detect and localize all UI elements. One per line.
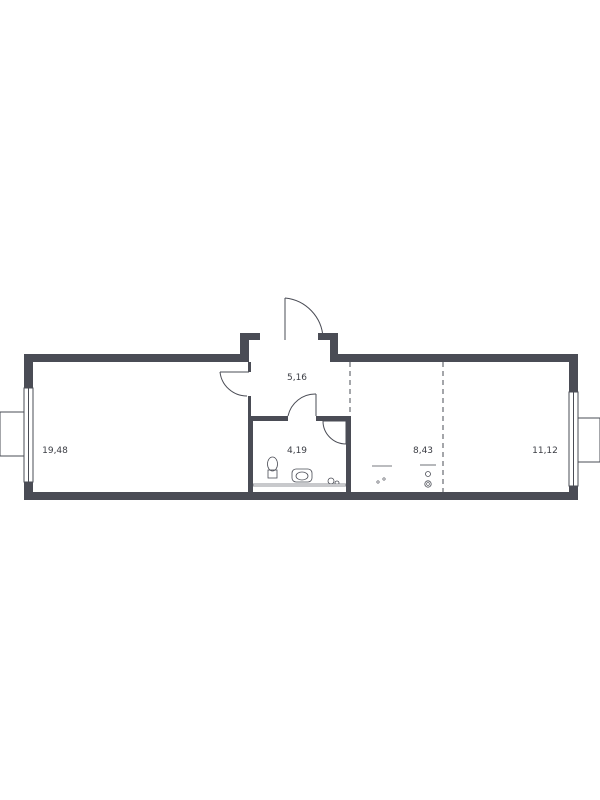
outer-walls (24, 333, 578, 500)
kitchen-fixtures (372, 464, 436, 488)
area-label-living-room: 19,48 (42, 446, 68, 456)
shower-icon (322, 420, 347, 445)
wall-bath-left (248, 416, 253, 492)
wall-bath-right (346, 416, 351, 492)
stove-burner-icon (425, 471, 431, 477)
wall-top-left (24, 354, 248, 362)
wall-entry-left (240, 333, 249, 362)
hall-stub-left (248, 362, 251, 372)
sink-icon (291, 468, 313, 483)
toilet-icon (267, 456, 278, 479)
area-label-kitchen: 8,43 (412, 446, 434, 456)
area-label-hallway: 5,16 (286, 373, 308, 383)
living-door-swing (219, 371, 249, 397)
wall-bath-top-right (316, 416, 351, 421)
entrance-door-swing (284, 297, 324, 340)
bathroom-door-swing (287, 393, 317, 417)
dashed-partitions (349, 362, 444, 492)
area-label-bathroom: 4,19 (286, 446, 308, 456)
wall-entry-top-right (318, 333, 338, 340)
bathroom-counter (252, 483, 347, 487)
wall-entry-right (330, 333, 338, 362)
wall-bottom (24, 492, 578, 500)
wall-top-right (338, 354, 578, 362)
bathroom-fixtures (252, 420, 347, 487)
area-label-bedroom: 11,12 (532, 446, 558, 456)
window-left (0, 387, 34, 483)
window-right (568, 391, 600, 487)
wall-bath-top-left (248, 416, 288, 421)
stove-burner-icon (424, 480, 432, 488)
wall-entry-top-left (240, 333, 260, 340)
interior-walls (248, 362, 351, 492)
